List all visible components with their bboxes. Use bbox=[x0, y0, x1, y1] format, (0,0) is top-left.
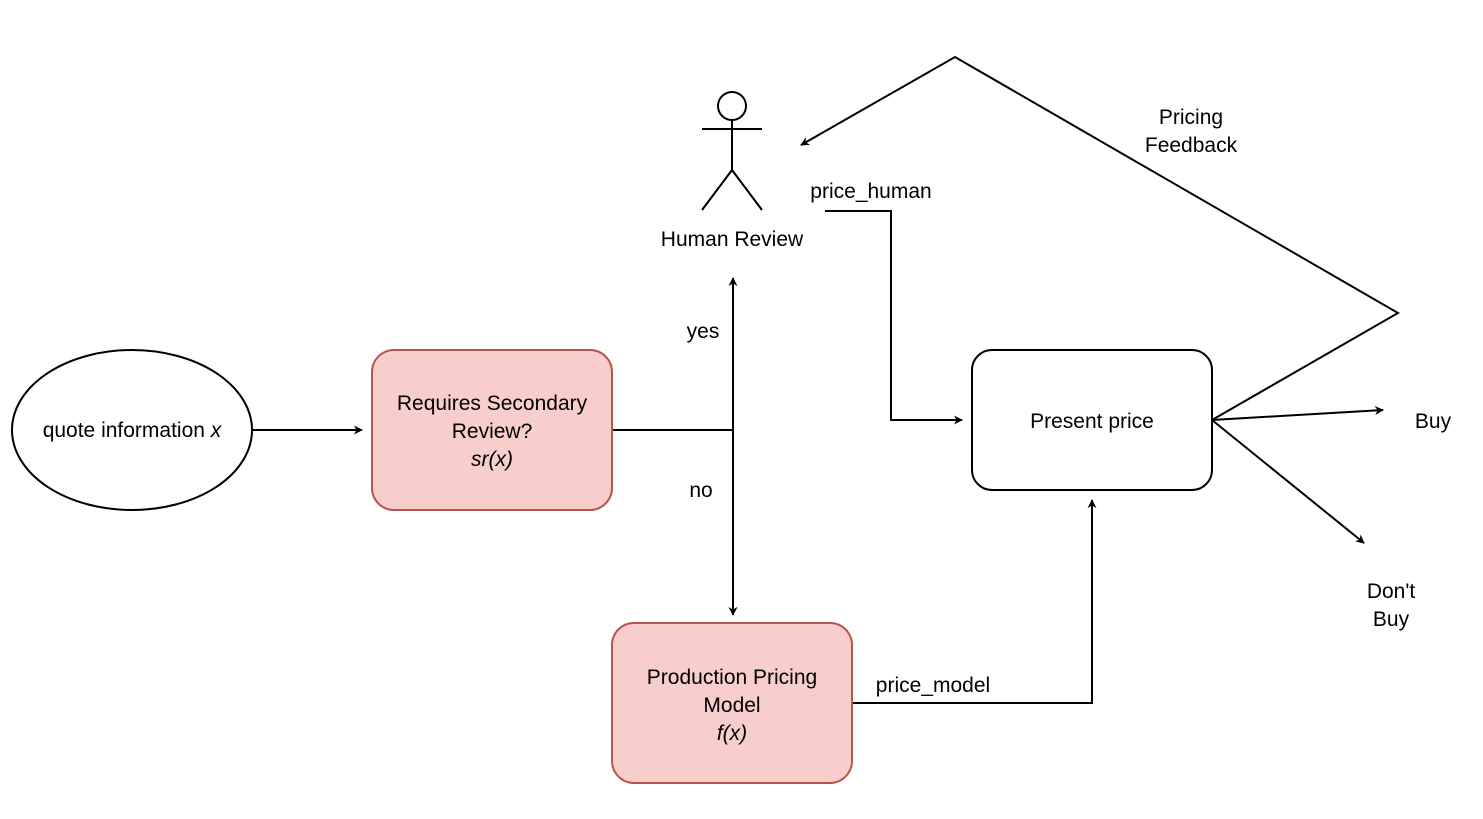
secondary-review-line2: Review? bbox=[452, 420, 533, 443]
secondary-review-node: Requires Secondary Review? sr(x) bbox=[371, 349, 613, 511]
edge-to-dont-buy bbox=[1211, 419, 1365, 544]
present-price-label: Present price bbox=[1030, 410, 1154, 433]
production-model-formula: f(x) bbox=[717, 722, 747, 745]
quote-information-label: quote information bbox=[43, 419, 211, 442]
human-review-node: Human Review bbox=[661, 91, 804, 251]
present-price-shape bbox=[971, 349, 1213, 491]
edge-price-model bbox=[852, 499, 1097, 704]
edge-pricing-feedback bbox=[800, 55, 1401, 421]
secondary-review-shape bbox=[371, 349, 613, 511]
production-model-node: Production Pricing Model f(x) bbox=[611, 622, 853, 784]
pricing-feedback-line1: Pricing bbox=[1159, 106, 1223, 129]
human-review-label: Human Review bbox=[661, 228, 804, 251]
dont-buy-line1: Don't bbox=[1367, 580, 1416, 603]
edge-to-buy bbox=[1211, 405, 1384, 421]
pricing-feedback-line2: Feedback bbox=[1145, 134, 1238, 157]
production-model-line1: Production Pricing bbox=[647, 666, 817, 689]
yes-label: yes bbox=[687, 320, 720, 343]
edge-price-human bbox=[825, 210, 963, 425]
production-model-line2: Model bbox=[703, 694, 760, 717]
no-label: no bbox=[689, 479, 712, 502]
buy-label: Buy bbox=[1415, 410, 1452, 433]
price-human-label: price_human bbox=[810, 180, 931, 203]
quote-information-var: x bbox=[210, 419, 223, 442]
quote-information-text: quote information x bbox=[43, 419, 223, 442]
quote-information-node: quote information x bbox=[11, 349, 253, 511]
price-model-label: price_model bbox=[876, 674, 990, 697]
quote-information-shape bbox=[11, 349, 253, 511]
secondary-review-formula: sr(x) bbox=[471, 448, 513, 471]
stick-figure-icon bbox=[701, 91, 763, 211]
production-model-shape bbox=[611, 622, 853, 784]
secondary-review-line1: Requires Secondary bbox=[397, 392, 588, 415]
dont-buy-line2: Buy bbox=[1373, 608, 1410, 631]
present-price-node: Present price bbox=[971, 349, 1213, 491]
